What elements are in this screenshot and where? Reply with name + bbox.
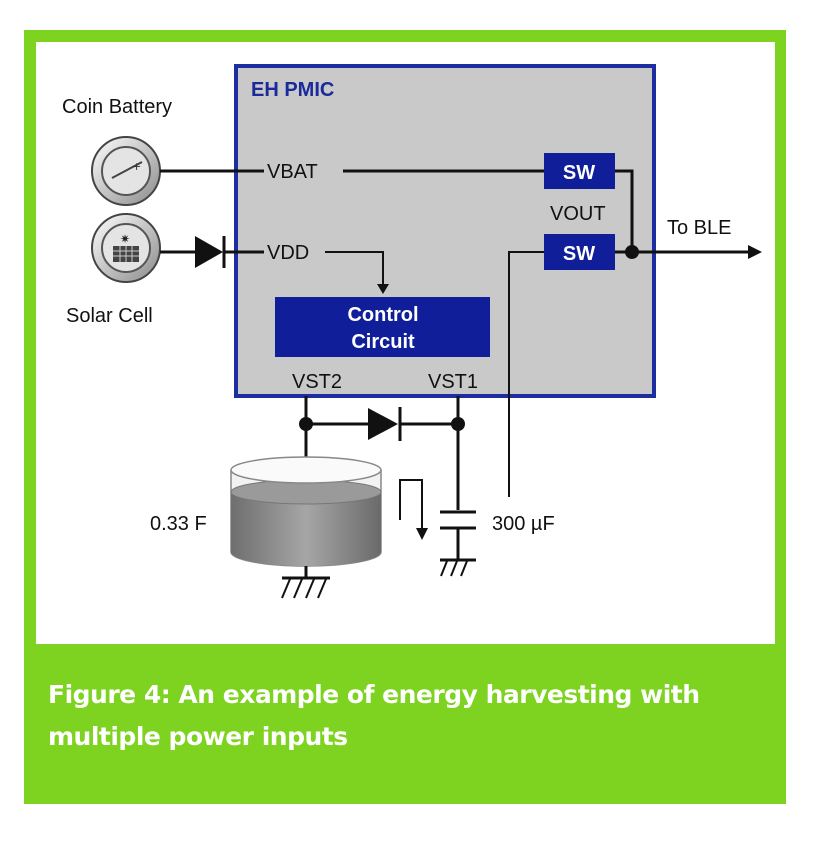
vout-junction (625, 245, 639, 259)
vdd-to-control-wire (325, 251, 384, 286)
vbat-pin-label: VBAT (267, 161, 318, 183)
vdd-arrowhead (377, 284, 389, 294)
coin-battery-icon: + (91, 136, 161, 206)
bridge-diode-icon (368, 407, 402, 441)
control-label-line2: Circuit (351, 331, 415, 353)
supercapacitor-icon (230, 456, 382, 567)
vst1-junction (451, 417, 465, 431)
discharge-arrow-icon (399, 479, 428, 540)
cap-to-switch-wire (508, 251, 544, 497)
control-label-line1: Control (347, 304, 418, 326)
switch-top-output-wire (615, 169, 634, 252)
solar-cell-label: Solar Cell (66, 305, 153, 327)
vst2-pin-label: VST2 (292, 371, 342, 393)
figure-caption: Figure 4: An example of energy harvestin… (48, 680, 700, 751)
supercap-label: 0.33 F (150, 513, 207, 535)
vst2-junction (299, 417, 313, 431)
control-circuit-box (275, 297, 490, 357)
output-label: To BLE (667, 217, 731, 239)
svg-text:+: + (132, 160, 141, 173)
cap-ground-icon (440, 558, 476, 577)
vout-pin-label: VOUT (550, 203, 606, 225)
vst1-pin-label: VST1 (428, 371, 478, 393)
coin-battery-label: Coin Battery (62, 96, 172, 118)
input-diode-icon (195, 236, 226, 268)
switch-top-label: SW (563, 162, 595, 184)
switch-bottom (544, 234, 615, 270)
output-arrowhead (748, 245, 762, 259)
cap-label: 300 µF (492, 513, 555, 535)
switch-top (544, 153, 615, 189)
capacitor-icon (440, 510, 476, 530)
supercap-ground-icon (281, 576, 330, 599)
svg-text:✷: ✷ (120, 232, 130, 246)
vdd-pin-label: VDD (267, 242, 309, 264)
switch-bottom-label: SW (563, 243, 595, 265)
pmic-title: EH PMIC (251, 79, 334, 101)
solar-cell-icon: ✷ (91, 213, 161, 283)
